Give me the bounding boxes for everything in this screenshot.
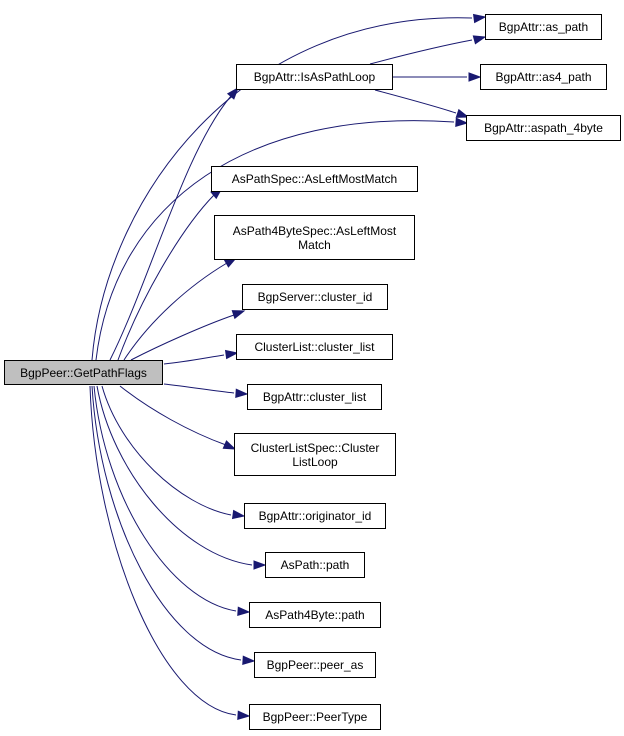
node-clusterlistspec-clusterlistloop[interactable]: ClusterListSpec::Cluster ListLoop <box>234 433 396 476</box>
node-bgppeer-peertype[interactable]: BgpPeer::PeerType <box>249 704 381 730</box>
node-label: AsPath4Byte::path <box>265 608 365 622</box>
edge-root-isloop-arrowhead <box>226 86 239 100</box>
edge-isloop-as-path-arrowhead <box>472 35 487 45</box>
edge-root-clusterid <box>130 314 235 361</box>
node-clusterlist-cluster-list[interactable]: ClusterList::cluster_list <box>236 334 393 360</box>
edge-root-aspath4-arrowhead <box>455 117 469 127</box>
node-label: BgpAttr::cluster_list <box>262 390 367 404</box>
node-label: BgpAttr::IsAsPathLoop <box>253 70 376 84</box>
node-bgppeer-getpathflags[interactable]: BgpPeer::GetPathFlags <box>4 360 163 385</box>
edge-root-peeras-arrowhead <box>242 655 256 665</box>
edge-root-clloop-arrowhead <box>222 440 237 450</box>
node-aspath4byte-path[interactable]: AsPath4Byte::path <box>249 602 381 628</box>
edge-root-as4path <box>93 385 237 612</box>
node-label-line2: ListLoop <box>292 454 338 469</box>
node-bgppeer-peer-as[interactable]: BgpPeer::peer_as <box>254 652 376 678</box>
edge-root-clcl-arrowhead <box>224 349 239 360</box>
edge-root-orig-arrowhead <box>231 509 246 520</box>
edge-root-aspath <box>96 385 253 566</box>
edge-root-aspath-arrowhead <box>253 560 267 570</box>
node-label: ClusterList::cluster_list <box>254 340 375 354</box>
edge-root-as-path-arrowhead <box>472 13 487 24</box>
node-aspathspec-asleftmostmatch[interactable]: AsPathSpec::AsLeftMostMatch <box>211 166 418 192</box>
edge-root-aslm <box>117 194 215 361</box>
edge-root-clcl <box>163 354 225 365</box>
edge-root-bacl <box>163 383 235 394</box>
edge-isloop-aspath4-arrowhead <box>455 108 470 118</box>
edge-root-aspath4 <box>95 120 455 361</box>
node-label: AsPathSpec::AsLeftMostMatch <box>231 172 398 186</box>
edge-root-isloop <box>109 95 232 361</box>
node-label: BgpAttr::as_path <box>498 20 589 34</box>
node-label-line1: ClusterListSpec::Cluster <box>250 440 380 455</box>
node-label: BgpPeer::PeerType <box>262 710 368 724</box>
node-bgpattr-as4-path[interactable]: BgpAttr::as4_path <box>480 64 607 90</box>
node-label: BgpPeer::GetPathFlags <box>20 365 147 380</box>
node-aspath-path[interactable]: AsPath::path <box>265 552 365 578</box>
node-bgpattr-as-path[interactable]: BgpAttr::as_path <box>485 14 602 40</box>
node-bgpattr-aspath-4byte[interactable]: BgpAttr::aspath_4byte <box>466 115 621 141</box>
edge-root-bacl-arrowhead <box>235 388 249 398</box>
edge-root-orig <box>101 385 232 516</box>
node-label: BgpAttr::originator_id <box>258 509 372 523</box>
node-bgpattr-originator-id[interactable]: BgpAttr::originator_id <box>244 503 386 529</box>
node-bgpattr-cluster-list[interactable]: BgpAttr::cluster_list <box>247 384 382 410</box>
node-label: BgpServer::cluster_id <box>257 290 373 304</box>
node-aspath4bytespec-asleftmostmatch[interactable]: AsPath4ByteSpec::AsLeftMost Match <box>214 215 415 260</box>
node-label: AsPath::path <box>280 558 350 572</box>
edge-root-peertype-arrowhead <box>237 710 251 720</box>
edge-root-as4path-arrowhead <box>237 606 251 616</box>
edge-isloop-as-path <box>369 39 473 65</box>
edge-root-clusterid-arrowhead <box>231 310 246 320</box>
edge-root-as-path <box>91 17 473 361</box>
node-label-line2: Match <box>298 237 331 252</box>
node-label: BgpPeer::peer_as <box>266 658 364 672</box>
node-label-line1: AsPath4ByteSpec::AsLeftMost <box>232 223 397 238</box>
edge-root-clloop <box>119 385 227 446</box>
node-bgpattr-isaspathloop[interactable]: BgpAttr::IsAsPathLoop <box>236 64 393 90</box>
edge-isloop-aspath4 <box>374 89 457 114</box>
node-label: BgpAttr::aspath_4byte <box>484 121 603 135</box>
node-bgpserver-cluster-id[interactable]: BgpServer::cluster_id <box>242 284 388 310</box>
edge-isloop-as4path-arrowhead <box>468 72 482 82</box>
node-label: BgpAttr::as4_path <box>495 70 592 84</box>
edge-root-peertype <box>89 385 237 716</box>
edge-root-as4lm <box>123 262 228 361</box>
edge-root-peeras <box>91 385 242 661</box>
